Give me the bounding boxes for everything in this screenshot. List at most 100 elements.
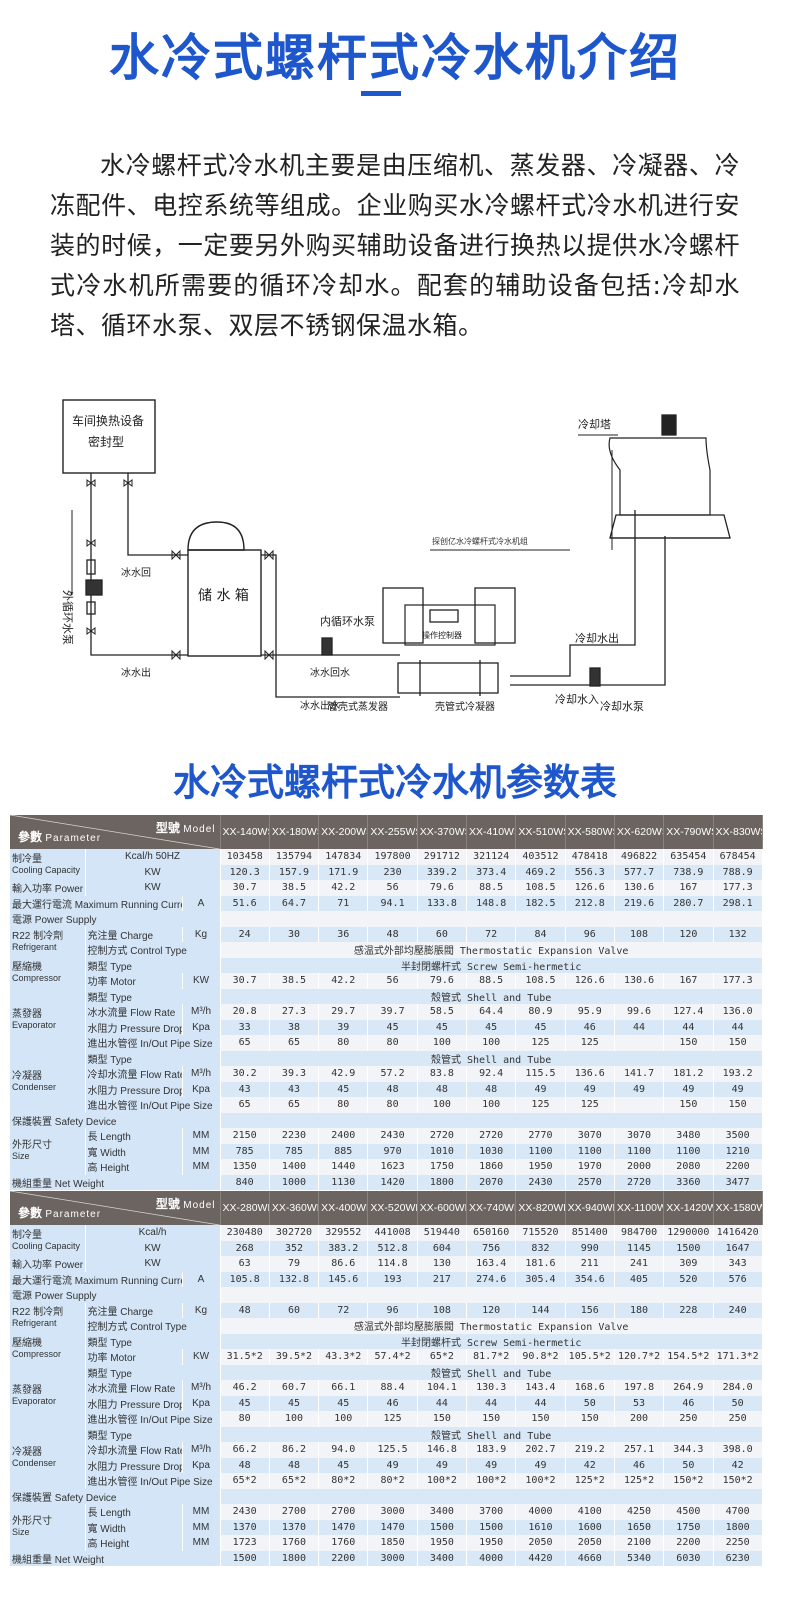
value-cell: 519440 bbox=[417, 1225, 468, 1241]
value-cell: 48 bbox=[220, 1457, 270, 1473]
value-cell: 100 bbox=[269, 1411, 320, 1427]
unit-cell: MM bbox=[182, 1128, 221, 1144]
value-cell: 183.9 bbox=[466, 1442, 517, 1458]
value-cell: 1100 bbox=[565, 1143, 615, 1159]
value-cell: 100 bbox=[417, 1035, 468, 1051]
value-cell: 885 bbox=[318, 1143, 369, 1159]
model-header: XX-360WD bbox=[269, 1191, 320, 1225]
value-cell: 4250 bbox=[614, 1504, 665, 1520]
compressor-group-cn: 壓縮機 bbox=[12, 962, 42, 973]
value-cell: 49 bbox=[367, 1457, 418, 1473]
value-cell: 2430 bbox=[220, 1504, 270, 1520]
value-cell: 24 bbox=[220, 926, 270, 942]
value-cell: 678454 bbox=[713, 849, 763, 865]
value-cell: 274.6 bbox=[466, 1271, 517, 1287]
value-cell: 125 bbox=[515, 1035, 566, 1051]
value-cell: 4420 bbox=[515, 1550, 566, 1566]
value-cell: 832 bbox=[515, 1240, 566, 1256]
value-cell: 88.5 bbox=[466, 880, 517, 896]
unit-cell: A bbox=[182, 1271, 221, 1287]
value-cell: 108.5 bbox=[515, 973, 566, 989]
storage-tank-label: 储 水 箱 bbox=[198, 588, 249, 604]
value-cell: 4000 bbox=[466, 1550, 517, 1566]
value-cell: 1145 bbox=[614, 1240, 665, 1256]
value-cell: 104.1 bbox=[417, 1380, 468, 1396]
value-cell: 65 bbox=[269, 1035, 320, 1051]
evaporator-label: 管壳式蒸发器 bbox=[328, 700, 388, 713]
flow-rate-label: 冷却水流量 Flow Rate bbox=[85, 1066, 183, 1082]
unit-cell: KW bbox=[182, 973, 221, 989]
unit-cell: MM bbox=[182, 1143, 221, 1159]
value-cell: 250 bbox=[713, 1411, 763, 1427]
value-cell: 788.9 bbox=[713, 864, 763, 880]
control-type-label: 控制方式 Control Type bbox=[85, 942, 221, 958]
value-cell: 48 bbox=[367, 1081, 418, 1097]
value-cell: 100*2 bbox=[515, 1473, 566, 1489]
model-header: XX-830WS bbox=[713, 815, 763, 849]
unit-cell: MM bbox=[182, 1159, 221, 1175]
value-cell: 65*2 bbox=[417, 1349, 468, 1365]
motor-label: 功率 Motor bbox=[85, 1349, 183, 1365]
value-cell: 94.0 bbox=[318, 1442, 369, 1458]
value-cell: 66.2 bbox=[220, 1442, 270, 1458]
value-cell: 147834 bbox=[318, 849, 369, 865]
value-cell: 125.5 bbox=[367, 1442, 418, 1458]
chiller-controller bbox=[404, 604, 496, 646]
value-cell: 4700 bbox=[713, 1504, 763, 1520]
value-cell: 88.5 bbox=[466, 973, 517, 989]
value-cell: 30.7 bbox=[220, 973, 270, 989]
condenser-label: 壳管式冷凝器 bbox=[435, 700, 495, 713]
value-cell: 1010 bbox=[417, 1143, 468, 1159]
value-cell: 2200 bbox=[318, 1550, 369, 1566]
value-cell: 1440 bbox=[318, 1159, 369, 1175]
value-cell: 182.5 bbox=[515, 895, 566, 911]
value-cell: 576 bbox=[713, 1271, 763, 1287]
value-cell: 2050 bbox=[565, 1535, 615, 1551]
value-cell: 298.1 bbox=[713, 895, 763, 911]
model-header: XX-400WD bbox=[318, 1191, 369, 1225]
value-cell: 150 bbox=[713, 1035, 763, 1051]
value-cell: 88.4 bbox=[367, 1380, 418, 1396]
value-cell: 39.7 bbox=[367, 1004, 418, 1020]
value-cell: 94.1 bbox=[367, 895, 418, 911]
length-label: 長 Length bbox=[85, 1128, 183, 1144]
value-cell: 291712 bbox=[417, 849, 468, 865]
value-cell: 125*2 bbox=[614, 1473, 665, 1489]
value-cell: 38 bbox=[269, 1019, 320, 1035]
value-cell: 1970 bbox=[565, 1159, 615, 1175]
value-cell: 181.2 bbox=[663, 1066, 714, 1082]
value-cell: 1950 bbox=[417, 1535, 468, 1551]
value-cell: 79.6 bbox=[417, 973, 468, 989]
compressor-group-cn: 壓縮機 bbox=[12, 1338, 42, 1349]
value-cell: 44 bbox=[466, 1395, 517, 1411]
value-cell: 80 bbox=[367, 1035, 418, 1051]
value-cell: 3500 bbox=[713, 1128, 763, 1144]
value-cell: 146.8 bbox=[417, 1442, 468, 1458]
value-cell: 96 bbox=[367, 1302, 418, 1318]
merged-value-cell bbox=[220, 911, 763, 927]
width-label: 寬 Width bbox=[85, 1519, 183, 1535]
value-cell: 125 bbox=[515, 1097, 566, 1113]
value-cell: 441008 bbox=[367, 1225, 418, 1241]
compressor-group-en: Compressor bbox=[12, 1349, 62, 1359]
cooling-tower-label: 冷却塔 bbox=[578, 418, 611, 431]
model-header: XX-1420WD bbox=[663, 1191, 714, 1225]
value-cell: 405 bbox=[614, 1271, 665, 1287]
value-cell: 230 bbox=[367, 864, 418, 880]
value-cell: 469.2 bbox=[515, 864, 566, 880]
model-header: XX-520WD bbox=[367, 1191, 418, 1225]
pipe-size-label: 進出水管徑 In/Out Pipe Size bbox=[85, 1097, 221, 1113]
value-cell: 1400 bbox=[269, 1159, 320, 1175]
value-cell: 177.3 bbox=[713, 973, 763, 989]
value-cell: 60 bbox=[417, 926, 468, 942]
corner-param-en: Parameter bbox=[45, 833, 102, 844]
value-cell: 3400 bbox=[417, 1504, 468, 1520]
table-row: 保護裝置 Safety Device bbox=[10, 1488, 763, 1504]
